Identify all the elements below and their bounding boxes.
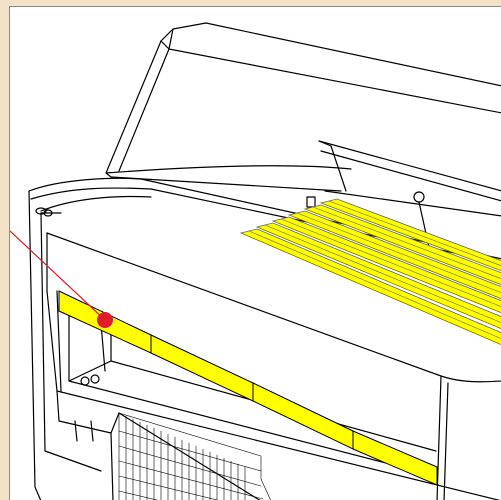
shelf-rods [239, 198, 501, 346]
shelf-clip-right [413, 191, 425, 203]
sloped-glass-outline [105, 40, 162, 178]
callout-dot [97, 312, 113, 328]
canopy-top-inner [160, 40, 501, 114]
bumper-strip-3 [252, 382, 354, 450]
vent-grille [118, 412, 271, 500]
drawing-frame [9, 6, 501, 500]
glass-edge-line [110, 176, 342, 192]
bumper-strip-2 [150, 334, 254, 402]
front-panel-outline [28, 190, 42, 500]
shelf-clip-left [306, 196, 316, 208]
drain-fitting-1 [80, 376, 90, 386]
front-bumper-strips [58, 290, 438, 486]
base-outline [56, 390, 120, 434]
callout-line [10, 230, 106, 321]
front-top-rail [28, 177, 501, 260]
bumper-strip-4 [352, 430, 438, 486]
drain-fitting-2 [90, 374, 100, 384]
display-case-drawing [10, 22, 501, 500]
canopy-top-outline [160, 22, 501, 87]
